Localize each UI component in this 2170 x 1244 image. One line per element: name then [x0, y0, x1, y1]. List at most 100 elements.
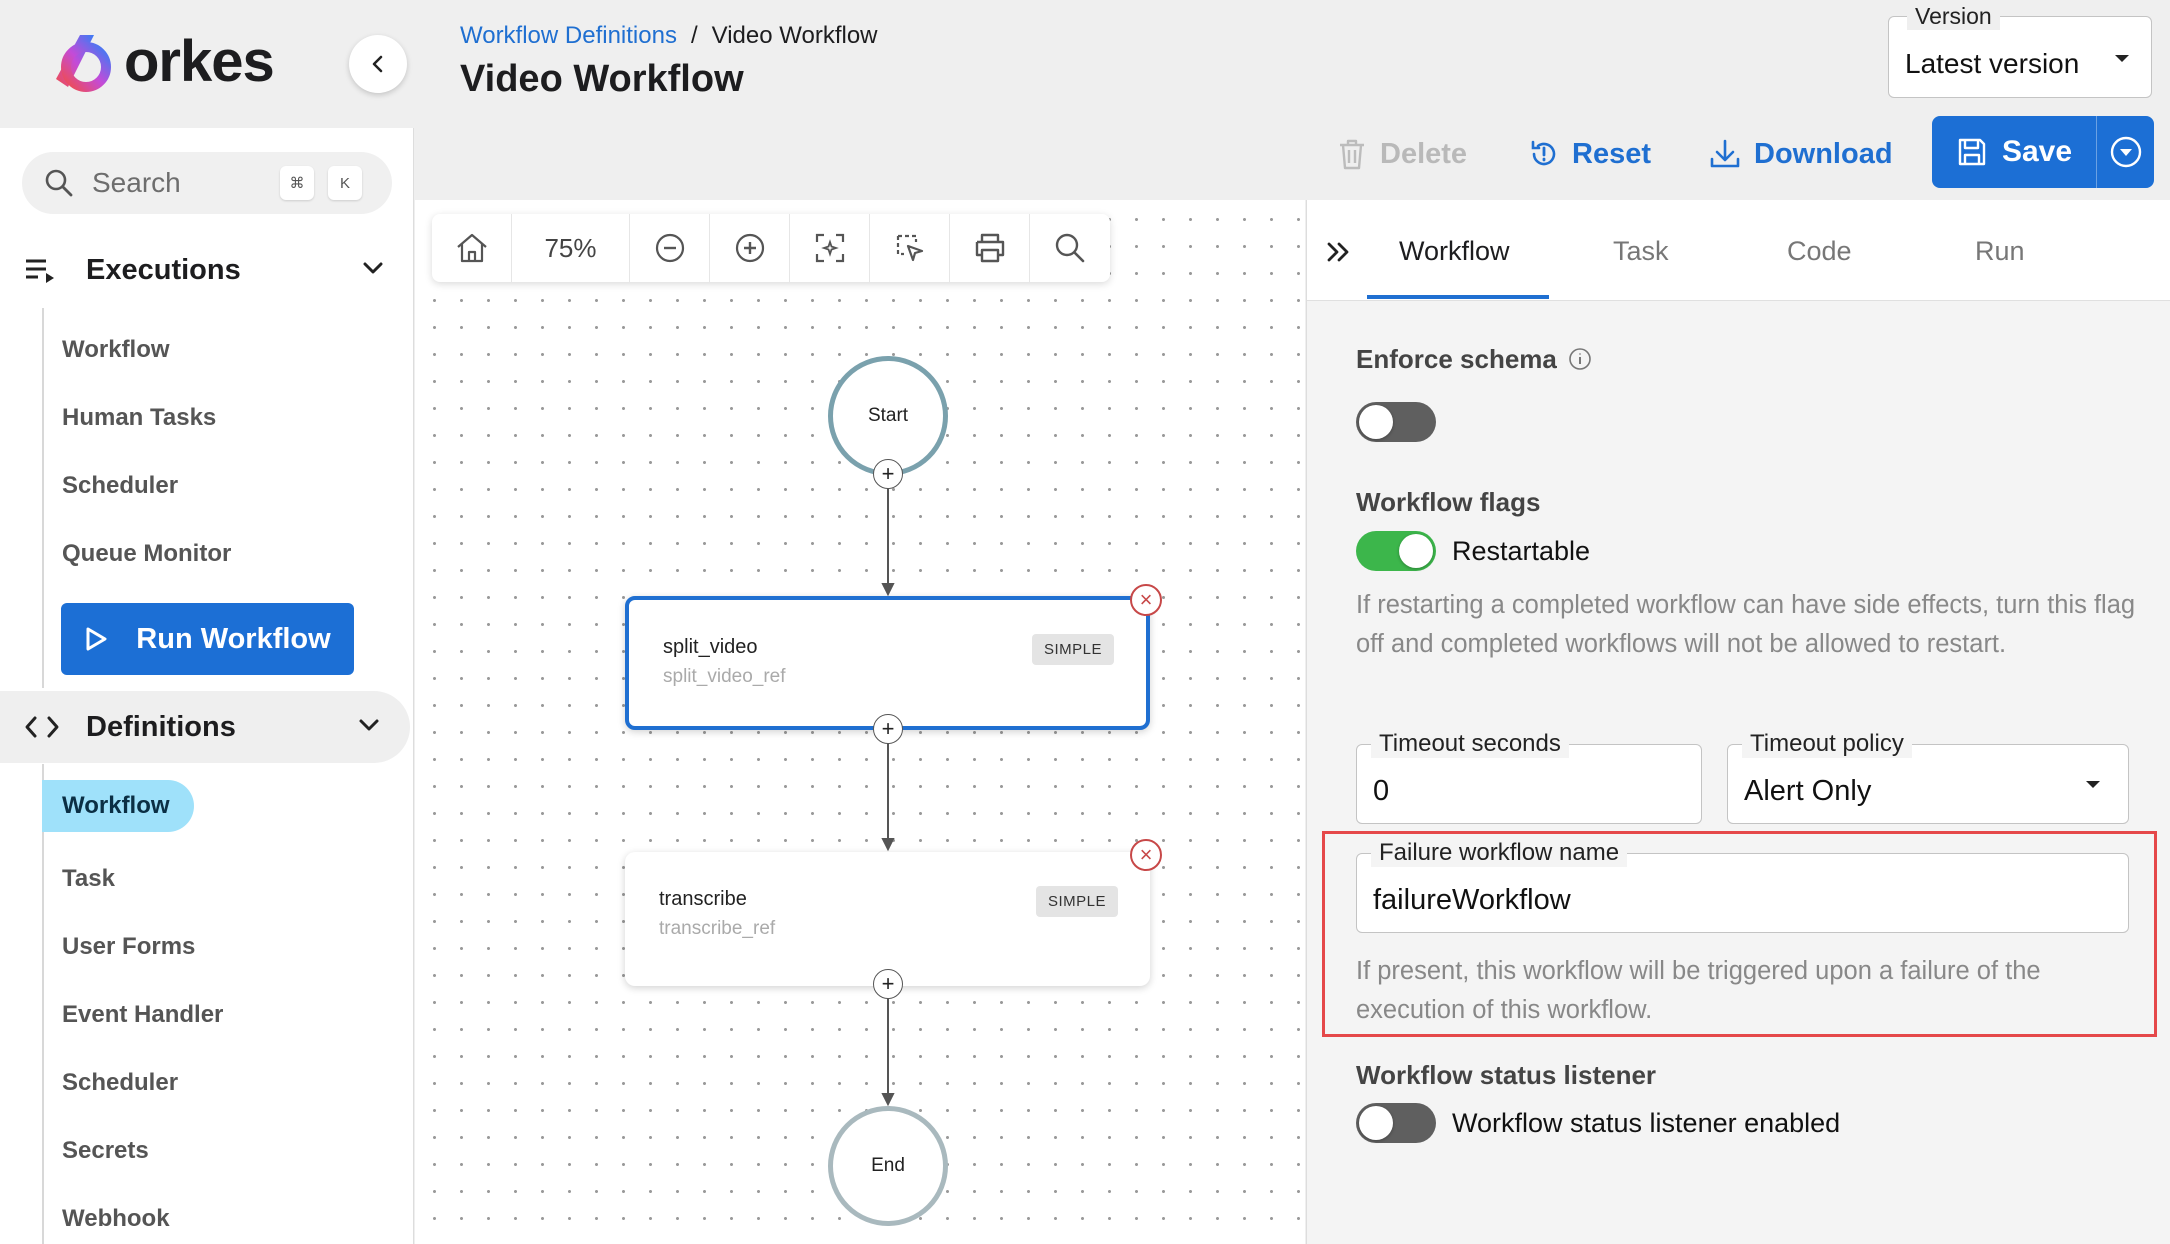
- add-task-button[interactable]: +: [873, 969, 903, 999]
- save-options-button[interactable]: [2097, 135, 2154, 169]
- panel-tabs: Workflow Task Code Run: [1307, 200, 2170, 301]
- sidebar-item-definitions-workflow[interactable]: Workflow: [42, 780, 194, 832]
- toggle-knob: [1359, 405, 1393, 439]
- workflow-flags-heading: Workflow flags: [1356, 487, 1541, 517]
- save-button[interactable]: Save: [1932, 116, 2097, 188]
- start-label: Start: [867, 405, 909, 426]
- task-ref: transcribe_ref: [659, 918, 776, 939]
- status-listener-heading: Workflow status listener: [1356, 1060, 1657, 1090]
- zoom-in-button[interactable]: [710, 214, 790, 282]
- breadcrumb-workflow-definitions[interactable]: Workflow Definitions: [460, 22, 677, 49]
- search-input[interactable]: Search ⌘ K: [22, 152, 392, 214]
- reset-button[interactable]: Reset: [1528, 124, 1651, 184]
- print-button[interactable]: [950, 214, 1030, 282]
- start-node[interactable]: Start: [828, 356, 948, 476]
- tab-code[interactable]: Code: [1787, 236, 1852, 266]
- sidebar-item-executions-workflow[interactable]: Workflow: [62, 336, 170, 363]
- add-task-button[interactable]: +: [873, 714, 903, 744]
- sidebar-item-definitions-scheduler[interactable]: Scheduler: [62, 1069, 179, 1096]
- version-value: Latest version: [1905, 48, 2080, 79]
- timeout-seconds-value: 0: [1373, 775, 1390, 807]
- enforce-schema-toggle[interactable]: [1356, 402, 1436, 442]
- tab-run[interactable]: Run: [1975, 236, 2025, 266]
- delete-button[interactable]: Delete: [1336, 124, 1467, 184]
- caret-down-icon: [2086, 781, 2100, 788]
- chevron-down-icon: [363, 262, 383, 274]
- executions-label: Executions: [86, 253, 241, 286]
- tab-task[interactable]: Task: [1613, 236, 1669, 266]
- collapse-panel-icon[interactable]: [1325, 240, 1353, 264]
- timeout-policy-label: Timeout policy: [1742, 730, 1912, 758]
- info-icon[interactable]: [1568, 347, 1592, 371]
- code-icon: [24, 714, 64, 740]
- restartable-label: Restartable: [1452, 536, 1591, 566]
- timeout-seconds-label: Timeout seconds: [1371, 730, 1569, 758]
- timeout-policy-value: Alert Only: [1744, 775, 1872, 807]
- orkes-logo-icon: [50, 31, 112, 93]
- run-workflow-button[interactable]: Run Workflow: [61, 603, 354, 675]
- sidebar-item-human-tasks[interactable]: Human Tasks: [62, 404, 217, 431]
- task-type-badge: SIMPLE: [1031, 634, 1114, 665]
- breadcrumb: Workflow Definitions / Video Workflow: [460, 22, 878, 50]
- fit-view-button[interactable]: [790, 214, 870, 282]
- failure-workflow-name-field[interactable]: Failure workflow name failureWorkflow: [1356, 839, 2129, 933]
- download-button[interactable]: Download: [1708, 124, 1893, 184]
- focus-icon: [815, 233, 844, 263]
- fit-home-button[interactable]: [432, 214, 512, 282]
- zoom-level: 75%: [512, 214, 630, 282]
- task-node-split-video[interactable]: split_video split_video_ref SIMPLE: [625, 596, 1150, 730]
- sidebar-item-webhook[interactable]: Webhook: [62, 1205, 170, 1232]
- version-select[interactable]: Version Latest version: [1888, 3, 2152, 98]
- search-placeholder: Search: [92, 167, 181, 198]
- save-label: Save: [2001, 135, 2073, 168]
- collapse-sidebar-button[interactable]: [349, 35, 407, 93]
- brand-name: orkes: [124, 29, 275, 94]
- breadcrumb-separator: /: [690, 22, 698, 49]
- orkes-logo[interactable]: orkes: [50, 28, 275, 95]
- chevron-down-circle-icon: [2110, 136, 2141, 168]
- failure-workflow-name-label: Failure workflow name: [1371, 839, 1628, 867]
- task-node-transcribe[interactable]: transcribe transcribe_ref SIMPLE: [625, 852, 1150, 986]
- sidebar-item-executions-scheduler[interactable]: Scheduler: [62, 472, 179, 499]
- add-task-button[interactable]: +: [873, 459, 903, 489]
- status-listener-toggle[interactable]: [1356, 1103, 1436, 1143]
- restartable-toggle[interactable]: [1356, 531, 1436, 571]
- zoom-out-button[interactable]: [630, 214, 710, 282]
- sidebar: Search ⌘ K Executions Workflow Human Tas…: [0, 128, 414, 1244]
- shortcut-cmd-key: ⌘: [280, 166, 314, 200]
- version-label: Version: [1907, 3, 2000, 30]
- definitions-section-header[interactable]: Definitions: [0, 691, 410, 763]
- breadcrumb-current: Video Workflow: [711, 22, 878, 49]
- remove-task-icon[interactable]: ×: [1130, 584, 1162, 616]
- toggle-knob: [1359, 1106, 1393, 1140]
- remove-task-icon[interactable]: ×: [1130, 839, 1162, 871]
- sidebar-item-task[interactable]: Task: [62, 865, 115, 892]
- restartable-help-text: If restarting a completed workflow can h…: [1356, 591, 2136, 658]
- end-node[interactable]: End: [828, 1106, 948, 1226]
- enforce-schema-label: Enforce schema: [1356, 344, 1557, 374]
- download-label: Download: [1754, 137, 1893, 170]
- zoom-out-icon: [655, 233, 684, 263]
- play-icon: [86, 627, 107, 651]
- sidebar-item-event-handler[interactable]: Event Handler: [62, 1001, 224, 1028]
- download-icon: [1710, 139, 1740, 168]
- chevron-down-icon: [359, 719, 379, 731]
- definitions-label: Definitions: [86, 710, 236, 743]
- sidebar-item-queue-monitor[interactable]: Queue Monitor: [62, 540, 232, 567]
- timeout-policy-select[interactable]: Timeout policy Alert Only: [1727, 730, 2129, 824]
- failure-workflow-highlight-box: [1322, 831, 2157, 1037]
- save-button-group: Save: [1932, 116, 2154, 188]
- executions-section-header[interactable]: Executions: [0, 234, 414, 306]
- canvas-search-button[interactable]: [1030, 214, 1110, 282]
- search-icon: [1055, 233, 1085, 263]
- select-area-button[interactable]: [870, 214, 950, 282]
- sidebar-item-secrets[interactable]: Secrets: [62, 1137, 149, 1164]
- timeout-seconds-field[interactable]: Timeout seconds 0: [1356, 730, 1702, 824]
- tab-workflow[interactable]: Workflow: [1399, 236, 1510, 266]
- printer-icon: [975, 233, 1004, 263]
- search-icon: [45, 169, 73, 197]
- sidebar-item-user-forms[interactable]: User Forms: [62, 933, 196, 960]
- home-icon: [456, 233, 487, 263]
- executions-icon: [24, 256, 64, 284]
- selection-icon: [896, 234, 923, 262]
